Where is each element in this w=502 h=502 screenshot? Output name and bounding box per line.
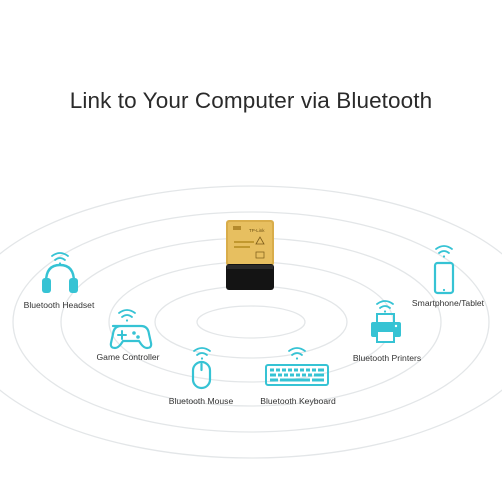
label-bluetooth-headset: Bluetooth Headset <box>23 300 95 310</box>
printer-icon <box>371 313 401 343</box>
signal-ring <box>0 185 502 459</box>
keyboard-icon <box>265 364 329 386</box>
label-game-controller: Game Controller <box>96 352 160 362</box>
device-headset <box>42 252 78 293</box>
wireless-signal-icon <box>118 309 136 322</box>
adapter-brand: TP-Link <box>249 228 265 233</box>
game-controller-icon <box>109 324 153 350</box>
signal-ring <box>196 305 306 339</box>
label-bluetooth-printers: Bluetooth Printers <box>352 353 422 363</box>
device-game-controller <box>109 309 153 350</box>
device-mouse <box>191 347 212 390</box>
headset-icon <box>42 263 78 293</box>
mouse-icon <box>191 360 212 390</box>
device-smartphone <box>433 245 455 295</box>
label-bluetooth-mouse: Bluetooth Mouse <box>168 396 234 406</box>
page-title: Link to Your Computer via Bluetooth <box>69 88 433 113</box>
smartphone-icon <box>433 261 455 295</box>
wireless-signal-icon <box>193 347 211 360</box>
device-printer <box>371 300 401 343</box>
signal-ring <box>154 285 348 359</box>
label-bluetooth-keyboard: Bluetooth Keyboard <box>260 396 336 406</box>
wireless-signal-icon <box>51 252 69 265</box>
wireless-signal-icon <box>288 347 306 360</box>
label-smartphone-tablet: Smartphone/Tablet <box>411 298 485 308</box>
signal-ring <box>12 211 490 433</box>
wireless-signal-icon <box>376 300 394 313</box>
usb-bluetooth-adapter: TP-Link <box>226 220 274 290</box>
device-keyboard <box>265 347 329 386</box>
wireless-signal-icon <box>435 245 453 258</box>
